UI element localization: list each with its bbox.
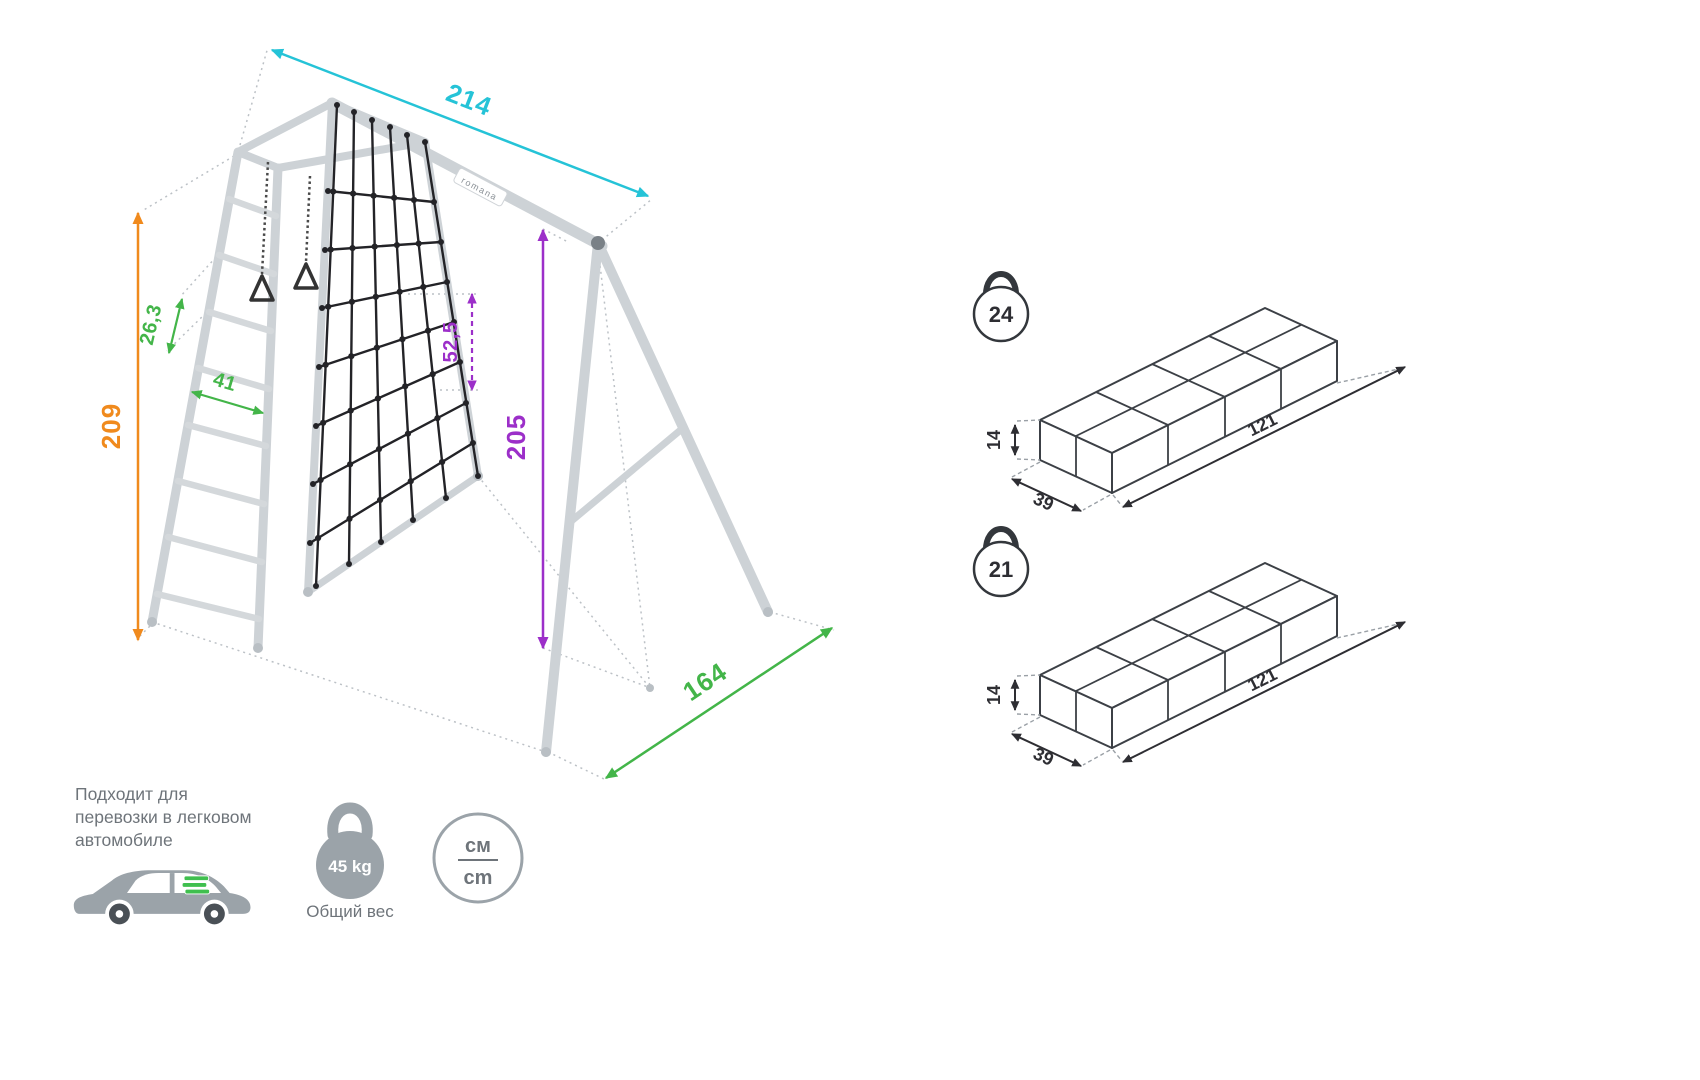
units-top: см: [465, 835, 491, 857]
dim-41-label: 41: [210, 368, 239, 396]
package-weight: 24: [989, 302, 1014, 327]
total-weight-kettlebell-icon: 45 kg: [316, 802, 384, 899]
package-height-label: 14: [984, 430, 1004, 450]
transport-note: Подходит для перевозки в легковом автомо…: [75, 783, 315, 852]
total-weight-label: Общий вес: [306, 902, 394, 921]
dimension-swing-height: 205: [501, 228, 549, 650]
units-icon: см cm: [432, 812, 524, 904]
dim-214-label: 214: [442, 77, 496, 122]
ring-icon: [249, 274, 275, 302]
kettlebell-weight-icon: 24: [972, 271, 1030, 343]
transport-note-line: перевозки в легковом: [75, 807, 252, 827]
dim-209-label: 209: [96, 403, 126, 449]
dimension-base-depth: 164: [604, 626, 834, 780]
units-bottom: cm: [464, 867, 493, 889]
apex-joint: [591, 236, 605, 250]
package-depth-label: 39: [1030, 743, 1057, 770]
dimension-rung-spacing: 26,3: [136, 297, 185, 355]
kettlebell-weight-icon: 21: [972, 526, 1030, 598]
frame-structure: [147, 97, 773, 757]
package-box: [1039, 562, 1338, 749]
dimension-net-cell: 52,5: [440, 292, 477, 392]
transport-note-line: Подходит для: [75, 784, 188, 804]
package-weight: 21: [989, 557, 1013, 582]
dim-205-label: 205: [501, 414, 531, 460]
transport-note-line: автомобиле: [75, 830, 173, 850]
package-height-label: 14: [984, 685, 1004, 705]
package-in-car-icon: [181, 875, 211, 895]
dim-52-label: 52,5: [440, 322, 462, 363]
dimension-rung-width: 41: [190, 368, 265, 415]
dim-26-label: 26,3: [136, 302, 167, 347]
car-icon: [73, 870, 251, 929]
dimension-left-height: 209: [96, 211, 144, 642]
gym-rings: [249, 161, 319, 302]
package-diagram-2: 21 14 39 121: [972, 526, 1406, 770]
package-diagram-1: 24 14 39 121: [972, 271, 1406, 515]
package-box: [1039, 307, 1338, 494]
swing-frame-diagram: romana 214: [96, 46, 835, 781]
ring-icon: [293, 262, 319, 290]
total-weight-value: 45 kg: [328, 857, 371, 876]
